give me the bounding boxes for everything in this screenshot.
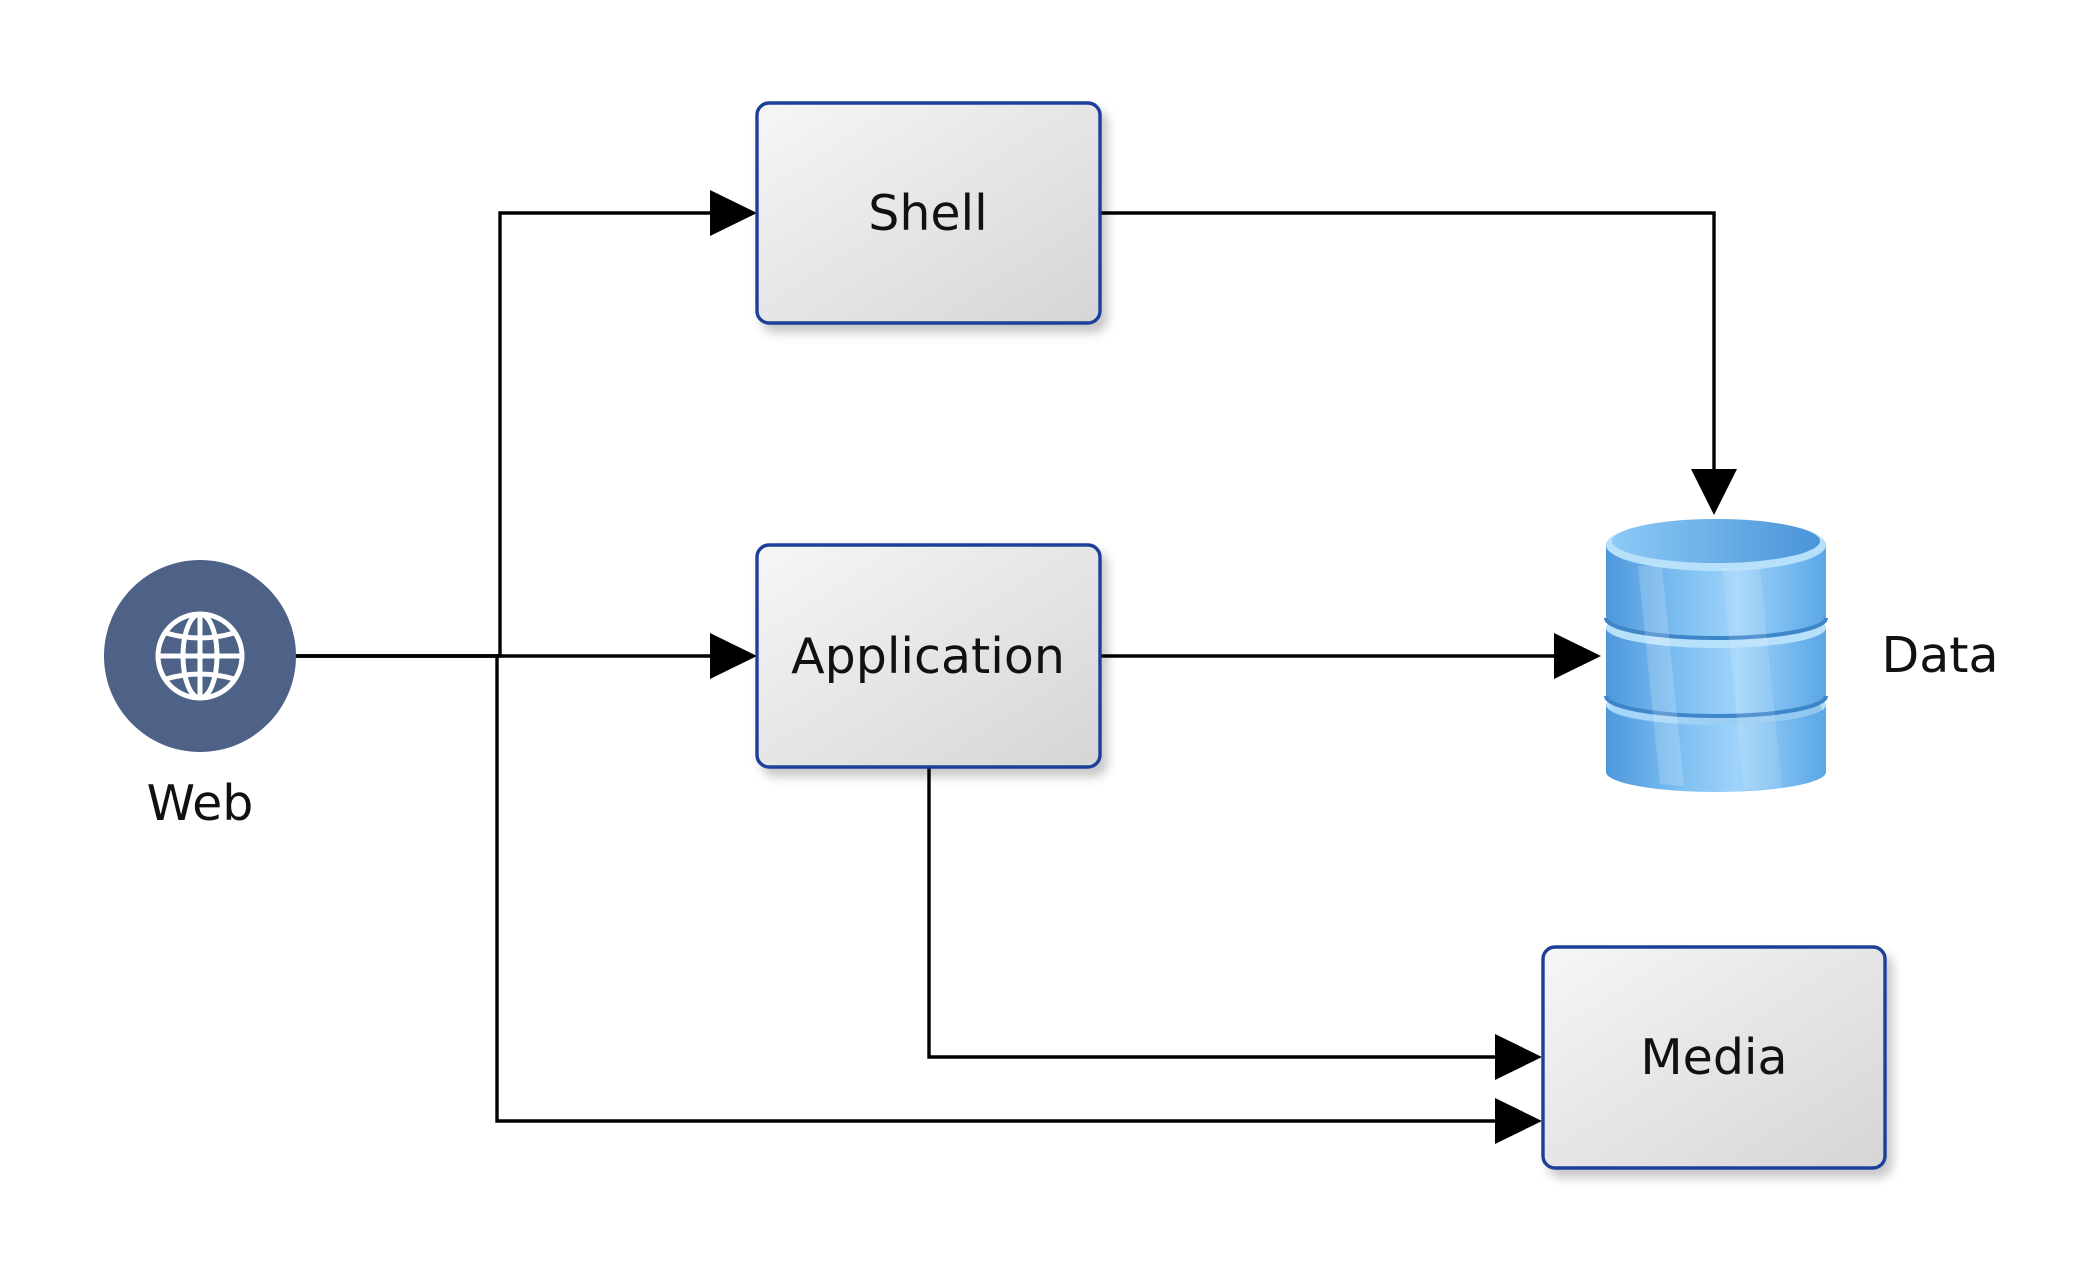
shell-box [755,101,1102,325]
node-application[interactable]: Application [755,543,1102,769]
edge-application-to-media [927,767,1538,1059]
arrowhead-shell-to-data [1691,469,1737,515]
edge-web-to-media [296,654,1538,1123]
web-label: Web [147,775,254,832]
node-shell[interactable]: Shell [755,101,1102,325]
media-box [1541,945,1887,1170]
application-label: Application [791,628,1065,685]
node-data[interactable]: Data [1604,519,1999,792]
database-icon [1604,519,1828,792]
data-label: Data [1882,627,1999,684]
media-label: Media [1640,1029,1787,1086]
arrowhead-application-to-media [1495,1034,1542,1080]
arrowhead-web-to-shell [710,190,757,236]
arrowhead-web-to-media [1495,1098,1542,1144]
shell-label: Shell [868,185,988,242]
arrowhead-web-to-application [710,633,757,679]
node-media[interactable]: Media [1541,945,1887,1170]
edges [296,190,1737,1144]
arrowhead-application-to-data [1554,633,1601,679]
edge-shell-to-data [1101,211,1716,510]
edge-web-to-shell [296,211,753,658]
application-box [755,543,1102,769]
node-web[interactable]: Web [104,560,296,832]
globe-icon [155,611,245,701]
